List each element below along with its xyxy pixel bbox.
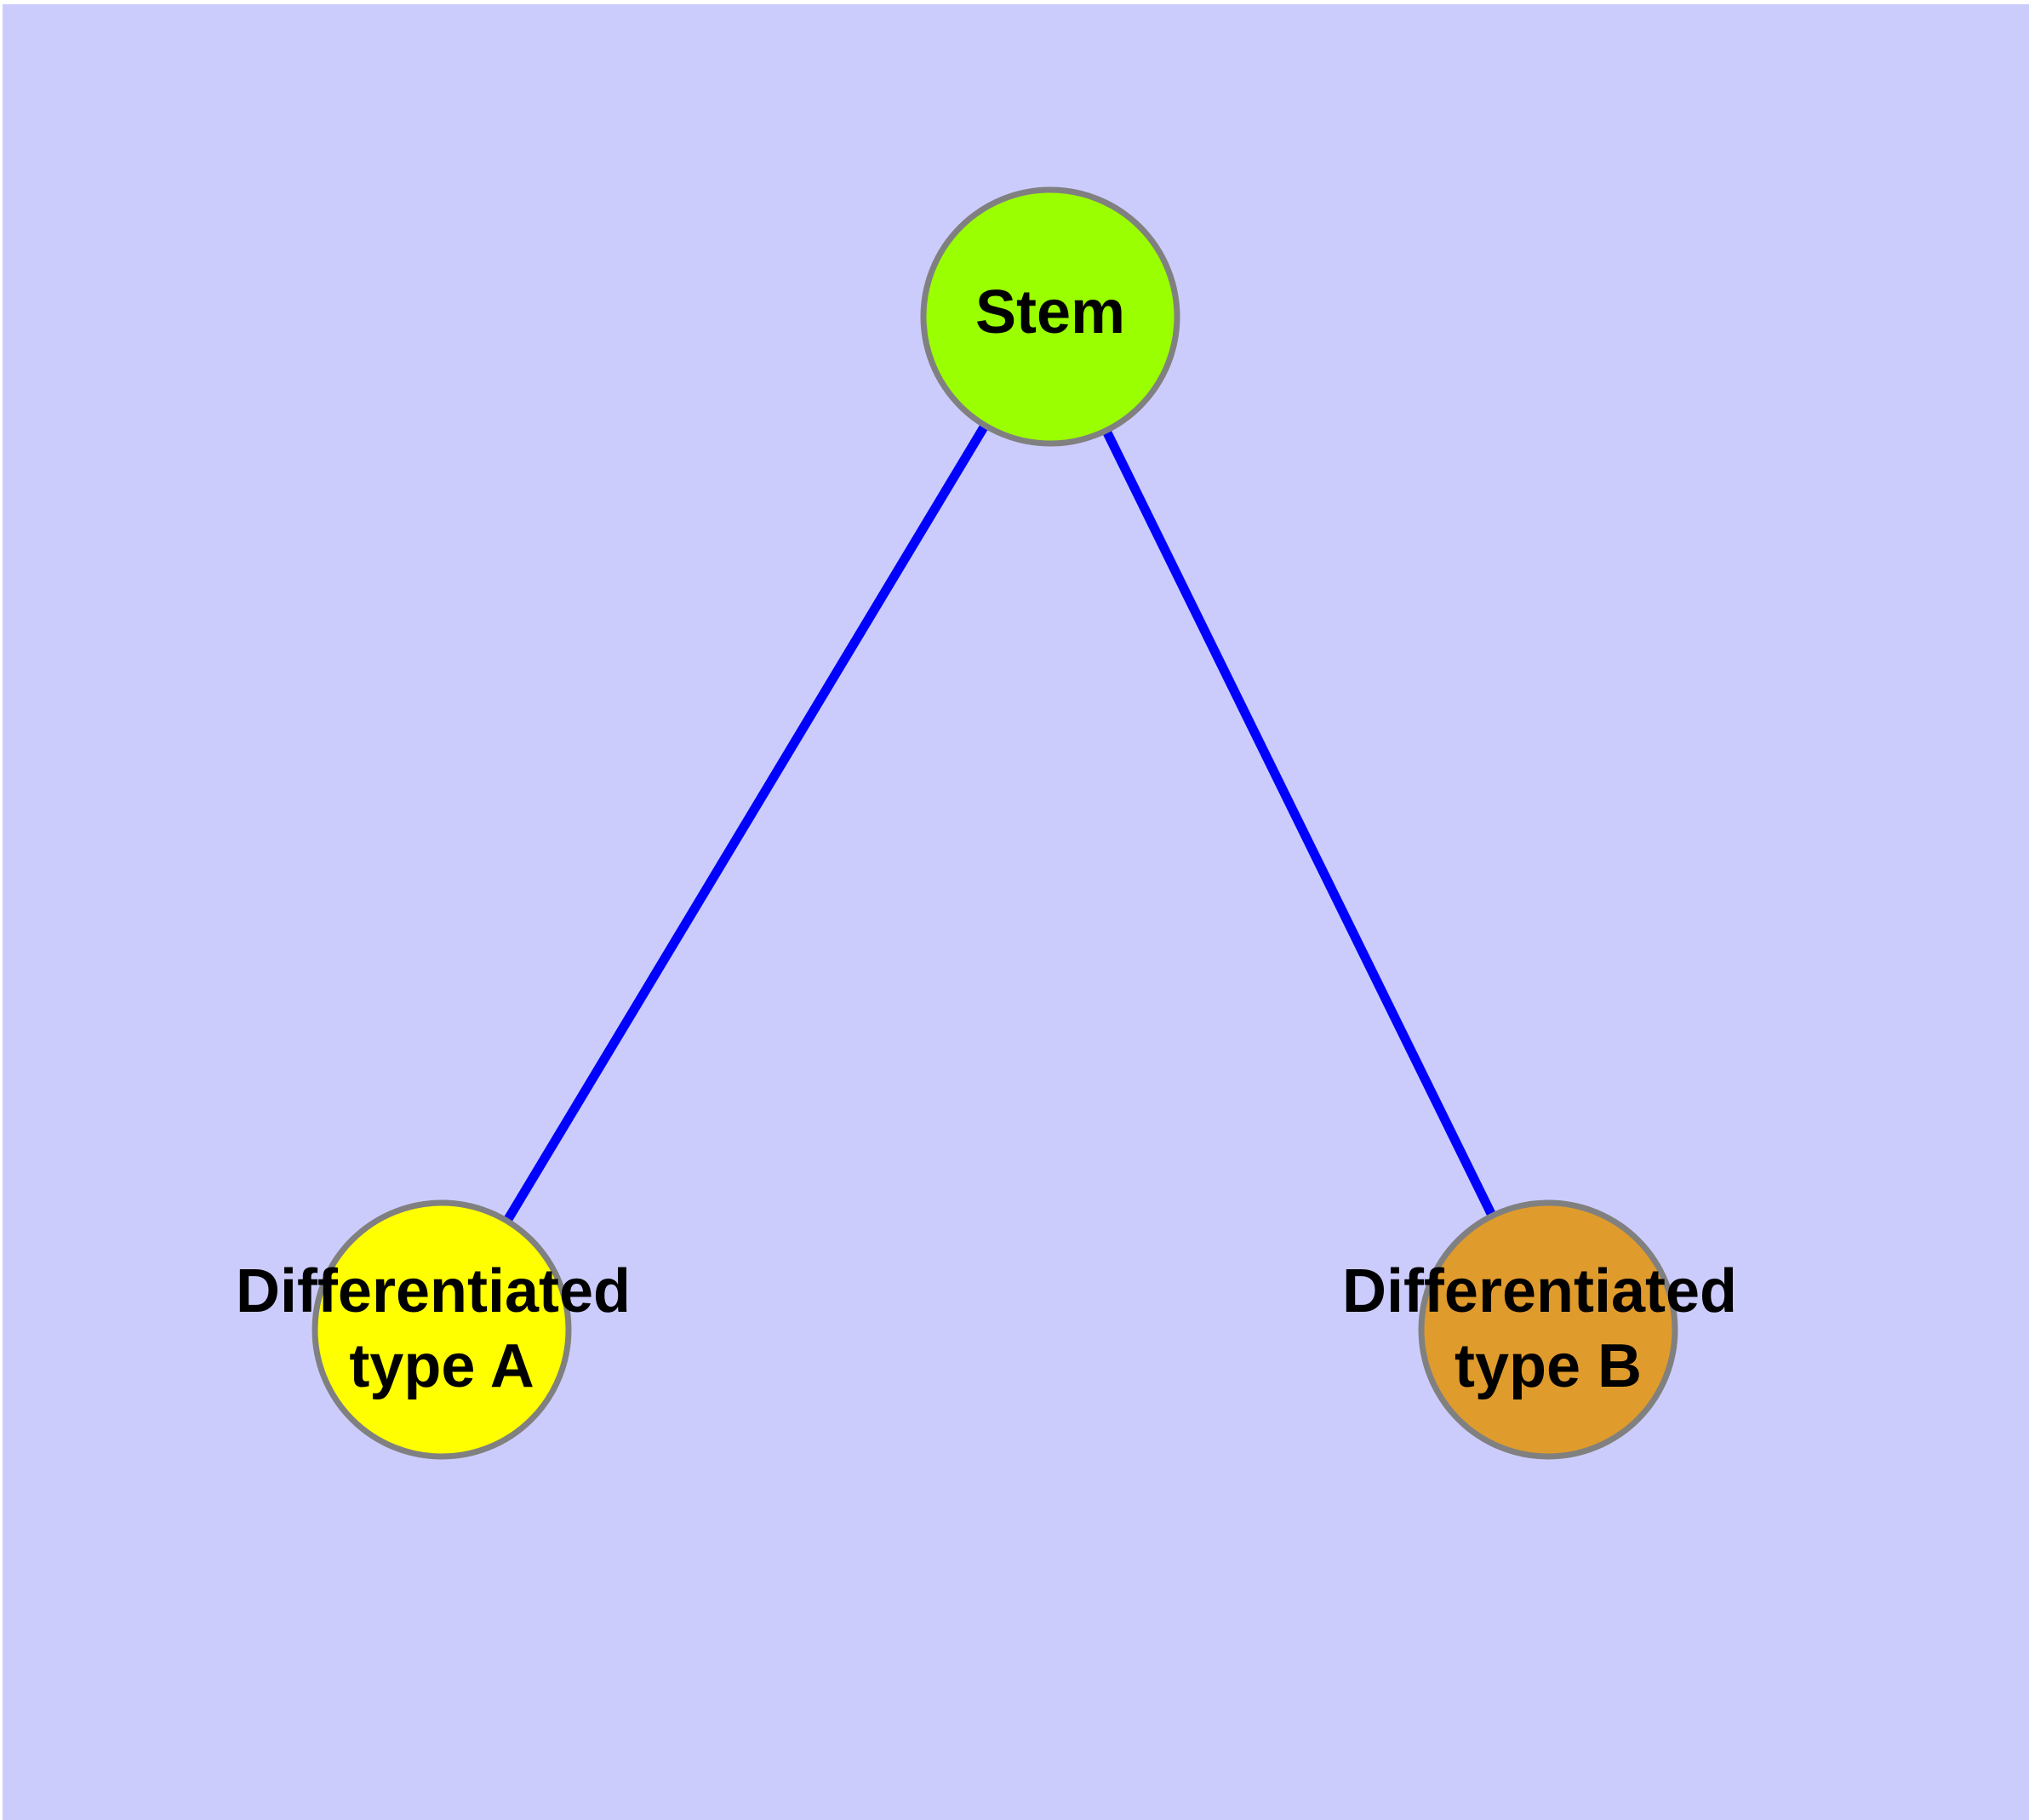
- node-stem[interactable]: Stem: [920, 186, 1180, 447]
- node-differentiated-type-a-label: Differentiated type A: [236, 1257, 648, 1400]
- node-differentiated-type-b[interactable]: Differentiated type B: [1342, 1199, 1754, 1460]
- node-stem-label: Stem: [975, 278, 1125, 346]
- node-differentiated-type-b-label-line-2: type B: [1455, 1332, 1642, 1400]
- node-differentiated-type-a-label-line-1: Differentiated: [236, 1257, 631, 1325]
- node-differentiated-type-a[interactable]: Differentiated type A: [236, 1199, 648, 1460]
- node-differentiated-type-b-label-line-1: Differentiated: [1342, 1257, 1737, 1325]
- edge-layer: [437, 314, 1552, 1332]
- edge-stem-to-differentiated-type-b[interactable]: [1046, 314, 1552, 1332]
- node-differentiated-type-a-label-line-2: type A: [349, 1332, 534, 1400]
- node-differentiated-type-a-circle[interactable]: [311, 1199, 572, 1460]
- node-differentiated-type-b-label: Differentiated type B: [1342, 1257, 1754, 1400]
- node-differentiated-type-b-circle[interactable]: [1418, 1199, 1678, 1460]
- node-stem-label-line-1: Stem: [975, 278, 1125, 346]
- edge-stem-to-differentiated-type-a[interactable]: [437, 314, 1055, 1332]
- node-stem-circle[interactable]: [920, 186, 1180, 447]
- node-layer: Stem Differentiated type A Differentiate…: [236, 186, 1754, 1460]
